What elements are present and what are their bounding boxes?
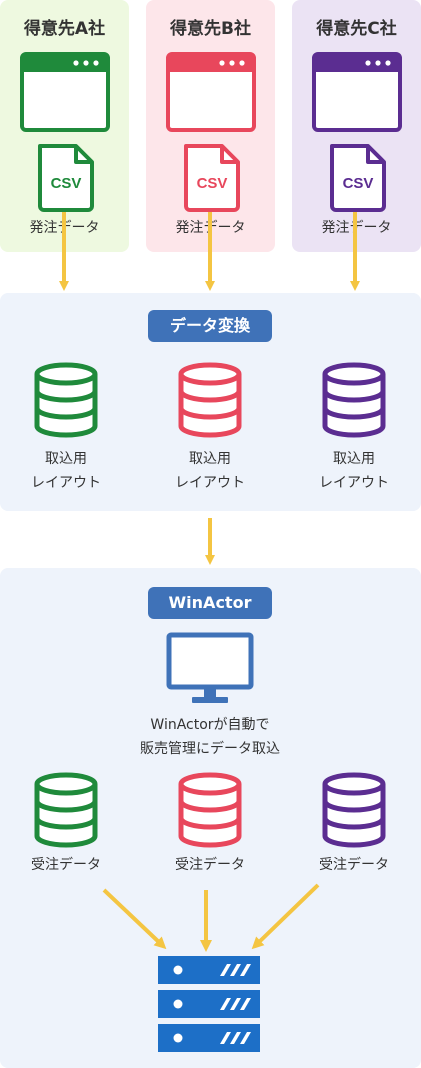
client-name-b: 得意先B社: [170, 19, 251, 39]
winactor-desc-line1: WinActorが自動で: [150, 717, 270, 733]
order-data-label-a: 受注データ: [31, 857, 101, 873]
layout-label-line1: 取込用: [333, 451, 375, 467]
winactor-description: WinActorが自動で 販売管理にデータ取込: [80, 713, 340, 761]
database-icon: [34, 362, 98, 438]
layout-label-b: 取込用 レイアウト: [150, 447, 270, 495]
layout-label-line2: レイアウト: [175, 475, 245, 491]
database-icon: [178, 362, 242, 438]
client-panel-c: 得意先C社 CSV 発注データ: [292, 0, 421, 252]
data-conversion-title: データ変換: [148, 310, 272, 342]
layout-label-line1: 取込用: [189, 451, 231, 467]
layout-label-line2: レイアウト: [31, 475, 101, 491]
layout-label-line1: 取込用: [45, 451, 87, 467]
order-data-label-b: 受注データ: [175, 857, 245, 873]
order-data-label-c: 受注データ: [319, 857, 389, 873]
browser-window-icon: [312, 52, 402, 132]
csv-file-icon: CSV: [330, 144, 386, 212]
browser-window-icon: [20, 52, 110, 132]
csv-file-icon: CSV: [184, 144, 240, 212]
layout-label-a: 取込用 レイアウト: [6, 447, 126, 495]
winactor-desc-line2: 販売管理にデータ取込: [140, 741, 280, 757]
database-icon: [322, 772, 386, 848]
client-panel-b: 得意先B社 CSV 発注データ: [146, 0, 275, 252]
arrow-order-c: [251, 883, 320, 950]
layout-label-line2: レイアウト: [319, 475, 389, 491]
browser-window-icon: [166, 52, 256, 132]
csv-label: CSV: [197, 175, 228, 192]
database-icon: [322, 362, 386, 438]
database-icon: [34, 772, 98, 848]
layout-label-c: 取込用 レイアウト: [294, 447, 414, 495]
winactor-title: WinActor: [148, 587, 272, 619]
client-name-c: 得意先C社: [316, 19, 397, 39]
csv-label: CSV: [51, 175, 82, 192]
arrow-order-a: [102, 888, 167, 950]
csv-file-icon: CSV: [38, 144, 94, 212]
database-icon: [178, 772, 242, 848]
server-icon: [158, 956, 260, 1052]
csv-label: CSV: [343, 175, 374, 192]
client-panel-a: 得意先A社 CSV 発注データ: [0, 0, 129, 252]
monitor-icon: [166, 632, 254, 703]
client-name-a: 得意先A社: [23, 19, 106, 39]
